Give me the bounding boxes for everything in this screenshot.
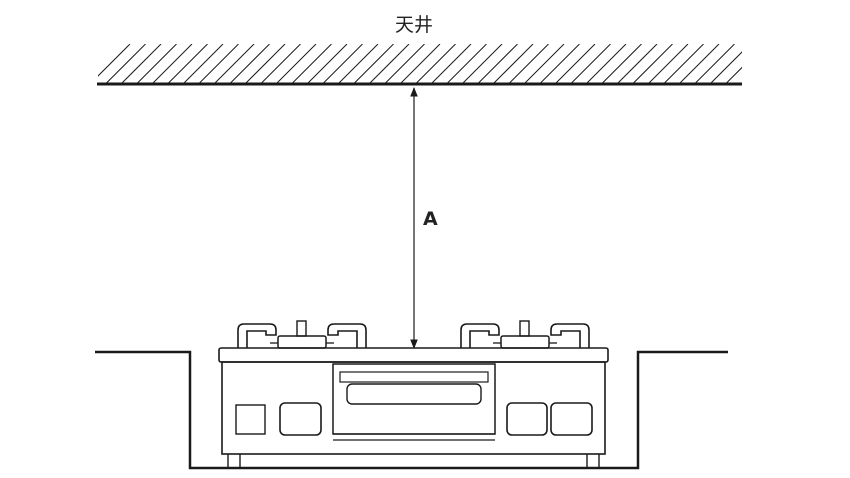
hatch-stroke [740, 82, 742, 84]
hatch-stroke [678, 44, 720, 84]
hatch-stroke [260, 44, 301, 84]
grill-door [332, 363, 496, 435]
left-burner-cap [277, 335, 327, 349]
hatch-stroke [570, 44, 611, 84]
hatch-stroke [275, 44, 317, 84]
left-trivet-left [237, 323, 277, 348]
hatch-stroke [446, 44, 487, 84]
hatch-stroke [663, 44, 704, 84]
hatch-stroke [105, 44, 146, 84]
hatch-stroke [198, 44, 239, 84]
cooktop-body [221, 361, 606, 455]
hatch-stroke [788, 44, 828, 84]
hatch-stroke [213, 44, 255, 84]
hatch-stroke [757, 44, 797, 84]
gas-cooktop [218, 320, 609, 467]
right-trivet-right [550, 323, 590, 348]
hatch-stroke [725, 66, 742, 84]
left-burner [237, 320, 367, 349]
hatch-stroke [167, 44, 208, 84]
ceiling-label: 天井 [395, 14, 433, 36]
hatch-stroke [399, 44, 441, 84]
hatch-stroke [151, 44, 193, 84]
hatch-stroke [508, 44, 549, 84]
grill-door-top-band [339, 371, 489, 383]
ceiling-hatching [98, 44, 828, 84]
hatch-stroke [601, 44, 642, 84]
hatch-stroke [477, 44, 518, 84]
hatch-stroke [616, 44, 658, 84]
dimension-label: A [423, 208, 438, 230]
hatch-stroke [709, 51, 742, 84]
hatch-stroke [136, 44, 177, 84]
hatch-stroke [229, 44, 270, 84]
hatch-stroke [632, 44, 673, 84]
hatch-stroke [291, 44, 332, 84]
hatch-stroke [492, 44, 534, 84]
right-burner-sensor [519, 320, 530, 337]
hatch-stroke [415, 44, 456, 84]
hatch-stroke [120, 44, 162, 84]
hatch-stroke [98, 44, 131, 77]
hatch-stroke [647, 44, 689, 84]
hatch-stroke [539, 44, 580, 84]
right-knob-2 [550, 402, 593, 436]
hatch-stroke [368, 44, 410, 84]
left-control-square [235, 404, 266, 435]
right-burner [460, 320, 590, 349]
hatch-stroke [461, 44, 503, 84]
hatch-stroke [182, 44, 224, 84]
cooktop-top-plate [218, 347, 609, 363]
grill-handle [346, 383, 482, 405]
left-trivet-right [327, 323, 367, 348]
right-burner-cap [500, 335, 550, 349]
right-knob-1 [506, 402, 548, 436]
hatch-stroke [430, 44, 472, 84]
hatch-stroke [337, 44, 379, 84]
hatch-stroke [384, 44, 425, 84]
right-trivet-left [460, 323, 500, 348]
hatch-stroke [585, 44, 627, 84]
hatch-stroke [244, 44, 286, 84]
countertop-outline [95, 350, 728, 470]
hatch-stroke [694, 44, 735, 84]
left-burner-sensor [296, 320, 307, 337]
left-knob [279, 402, 322, 436]
hatch-stroke [554, 44, 596, 84]
hatch-stroke [353, 44, 394, 84]
hatch-stroke [322, 44, 363, 84]
hatch-stroke [306, 44, 348, 84]
hatch-stroke [772, 44, 812, 84]
hatch-stroke [523, 44, 565, 84]
